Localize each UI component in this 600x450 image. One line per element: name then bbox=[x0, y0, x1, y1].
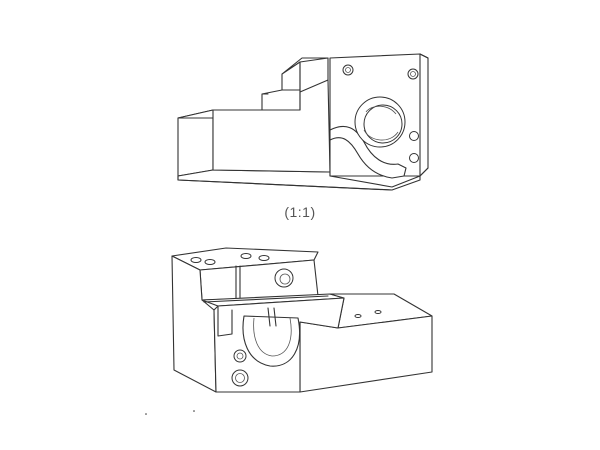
bottom-front-hole-inner bbox=[279, 273, 291, 285]
bottom-mid-ridge bbox=[203, 295, 329, 303]
bottom-left-hole-1 bbox=[233, 349, 247, 363]
top-hole-ur bbox=[407, 68, 419, 80]
part-view-bottom bbox=[171, 247, 433, 393]
bottom-left-hole-2 bbox=[231, 369, 249, 387]
bottom-upper-split bbox=[235, 265, 241, 299]
bottom-bore-inner bbox=[253, 317, 292, 357]
top-base-edge bbox=[177, 175, 393, 191]
bottom-top-hole-1 bbox=[190, 257, 202, 263]
top-mid-face bbox=[212, 79, 331, 173]
bottom-left-hole-1-inner bbox=[236, 352, 244, 360]
top-step-vertical bbox=[299, 57, 329, 111]
bottom-bore-outer bbox=[242, 315, 300, 367]
bottom-bore-slit bbox=[267, 307, 277, 327]
bottom-top-hole-3 bbox=[240, 253, 252, 259]
top-bore-shade bbox=[363, 105, 399, 141]
top-bore-inner bbox=[363, 104, 403, 144]
top-hole-ur-inner bbox=[410, 71, 416, 77]
bottom-top-hole-2 bbox=[204, 259, 216, 265]
top-left-block-face bbox=[177, 109, 214, 177]
top-hole-lr bbox=[409, 153, 419, 163]
stray-marks bbox=[145, 410, 195, 415]
top-step-lines bbox=[261, 57, 329, 111]
top-hole-ul-inner bbox=[345, 67, 351, 73]
bottom-right-front bbox=[299, 315, 433, 393]
top-hole-mr bbox=[409, 131, 419, 141]
bottom-inner-step bbox=[217, 305, 233, 337]
bottom-right-hole-1 bbox=[354, 314, 362, 318]
top-hole-ul bbox=[342, 64, 354, 76]
bottom-top-hole-4 bbox=[258, 255, 270, 261]
scale-label: (1:1) bbox=[284, 204, 316, 220]
bottom-right-hole-2 bbox=[374, 310, 382, 314]
bottom-left-hole-2-inner bbox=[235, 373, 245, 383]
top-flange-edge bbox=[419, 53, 429, 177]
part-view-top bbox=[177, 53, 429, 191]
